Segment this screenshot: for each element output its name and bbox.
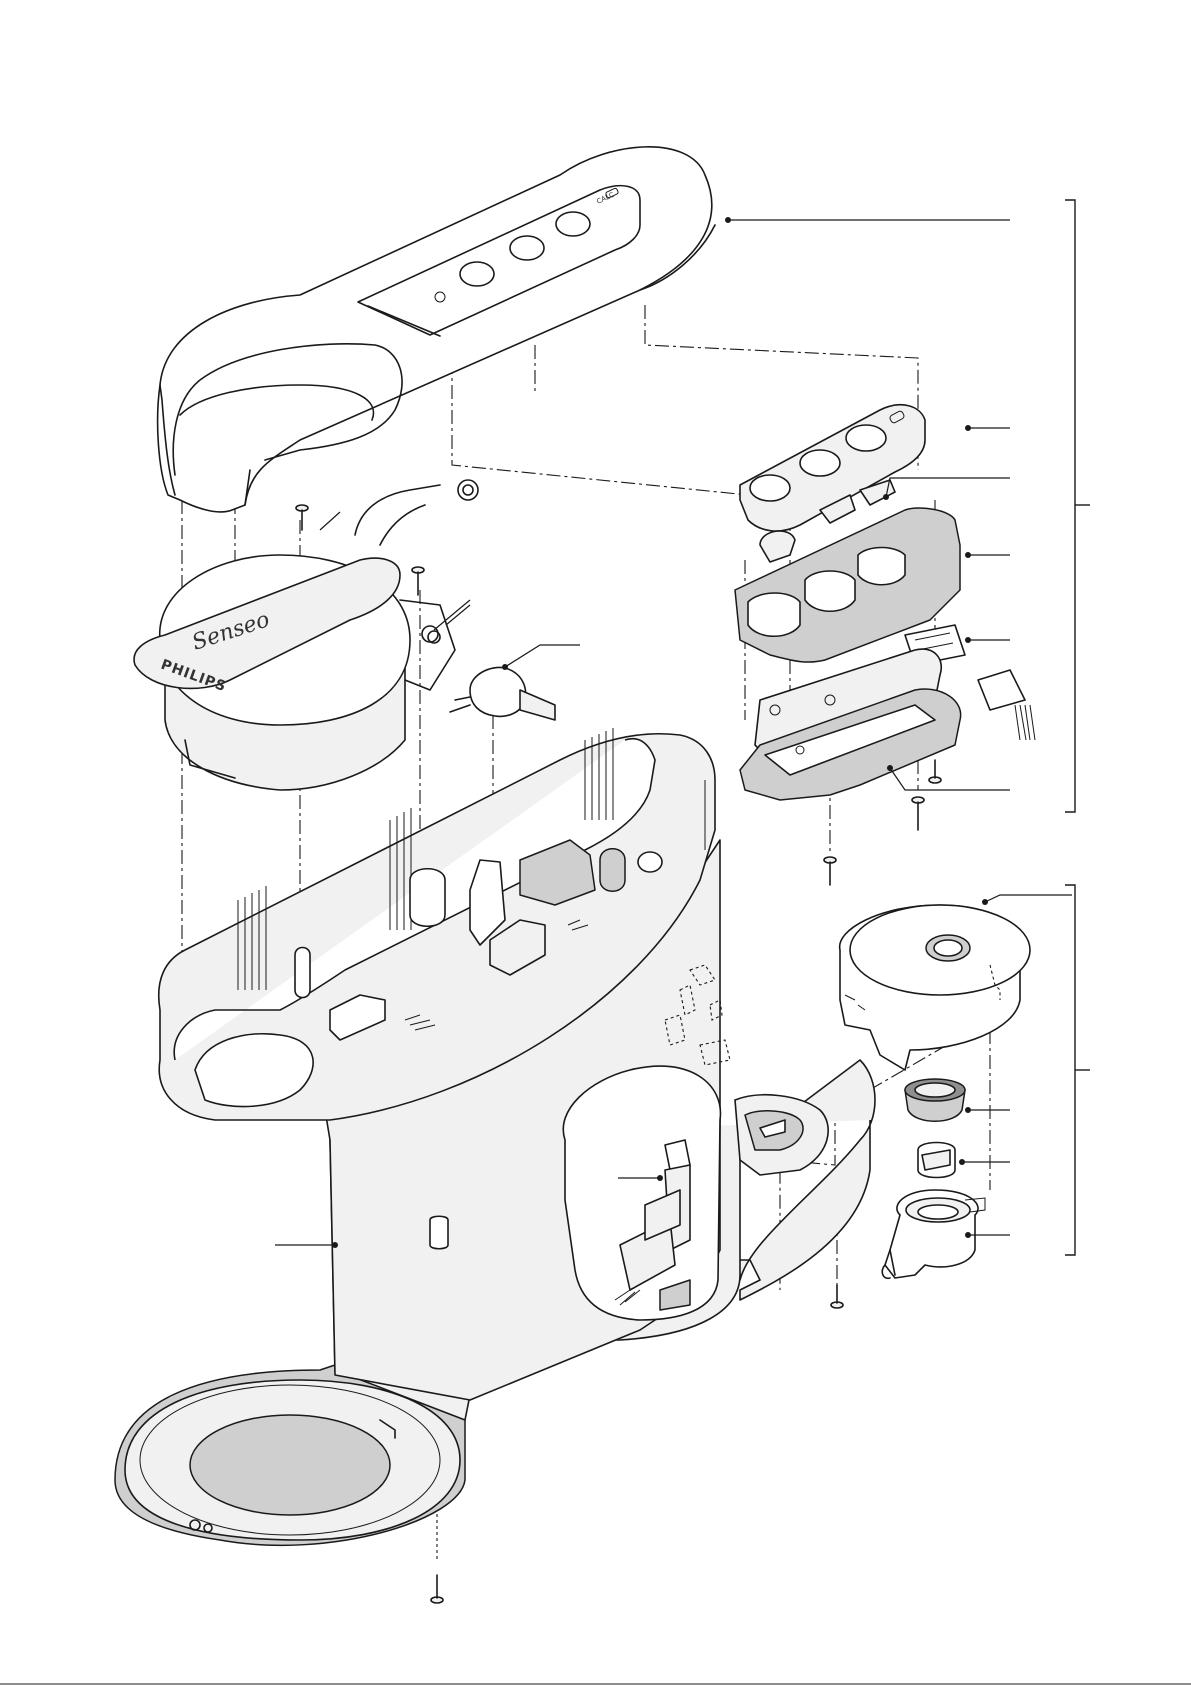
pump <box>450 645 580 720</box>
outlet <box>882 1190 1010 1278</box>
water-tank-housing <box>115 728 875 1545</box>
two-cup-button-icon <box>556 212 590 236</box>
boiler-cover <box>840 895 1072 1070</box>
screw-2-icon <box>412 567 424 595</box>
screw-4-icon <box>912 797 924 830</box>
one-cup-button-icon <box>510 236 544 260</box>
screw-7-icon <box>431 1575 443 1603</box>
brackets <box>1065 200 1090 1255</box>
top-cover: CALC <box>158 147 731 512</box>
screw-1-icon <box>296 505 308 530</box>
screw-5-icon <box>824 857 836 885</box>
power-button-icon <box>460 262 494 286</box>
screw-6-icon <box>831 1285 843 1308</box>
screw-3-icon <box>929 760 941 783</box>
seal <box>905 1079 1010 1121</box>
valve <box>918 1143 1010 1178</box>
pcb-housing <box>740 649 961 800</box>
hose-clamp <box>458 480 478 500</box>
